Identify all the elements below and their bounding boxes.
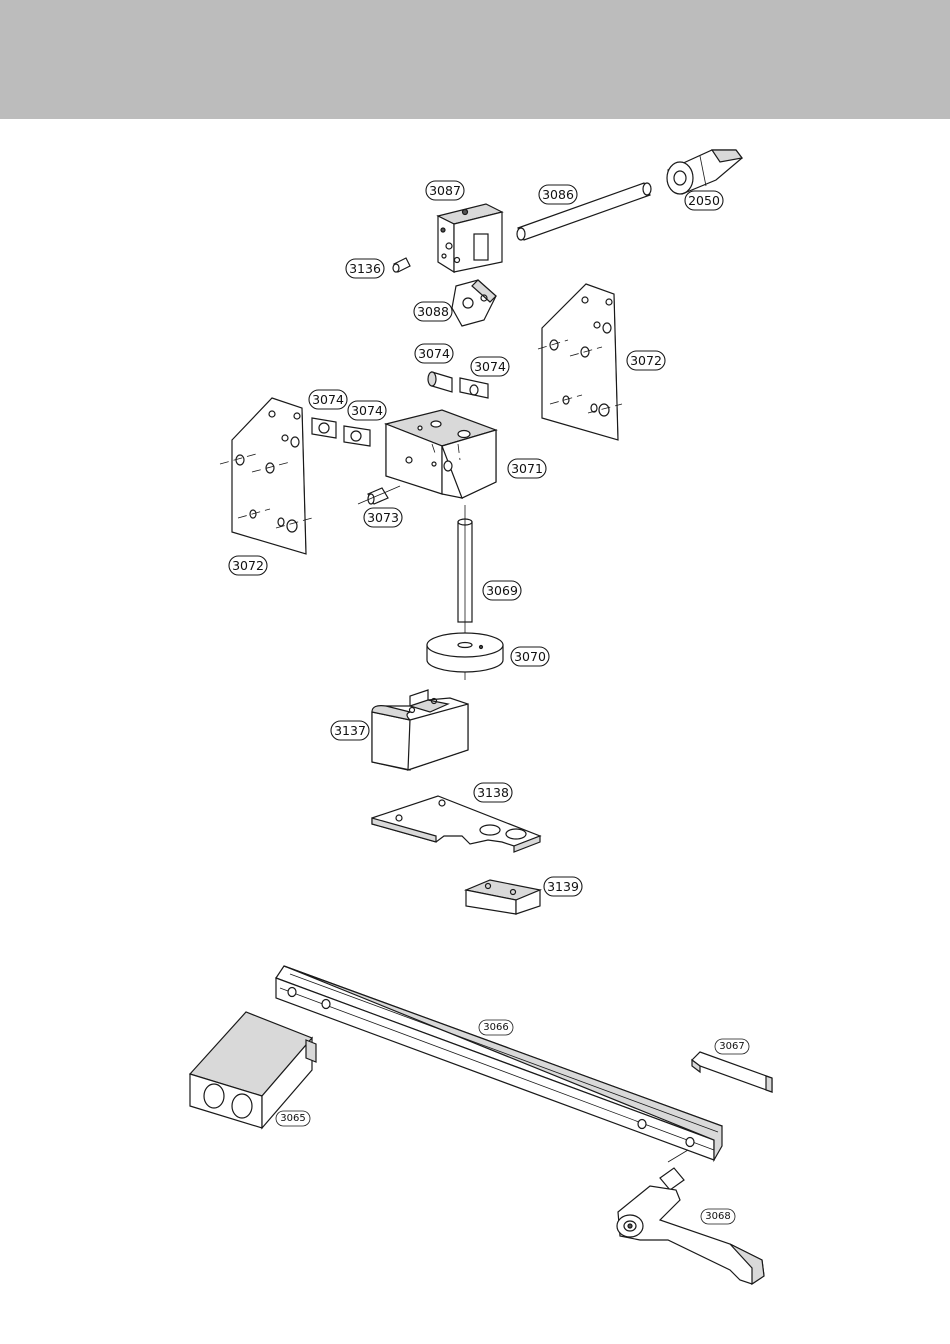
part-3137-block — [372, 690, 468, 770]
svg-text:3074: 3074 — [418, 346, 450, 361]
part-3067 — [692, 1052, 772, 1092]
svg-text:3086: 3086 — [542, 187, 574, 202]
svg-text:3139: 3139 — [547, 879, 579, 894]
part-2050 — [667, 150, 742, 194]
part-3087 — [438, 204, 502, 272]
svg-text:3070: 3070 — [514, 649, 546, 664]
callout-3071: 3071 — [508, 459, 546, 478]
svg-text:3065: 3065 — [280, 1113, 305, 1124]
part-3086 — [517, 183, 651, 240]
part-3072-right-plate — [538, 284, 622, 440]
callout-3086: 3086 — [539, 185, 577, 204]
svg-text:3073: 3073 — [367, 510, 399, 525]
part-3072-left-plate — [220, 398, 312, 554]
svg-text:3088: 3088 — [417, 304, 449, 319]
svg-text:3069: 3069 — [486, 583, 518, 598]
callout-3074-lower-right: 3074 — [348, 401, 386, 420]
svg-text:3072: 3072 — [630, 353, 662, 368]
callout-3087: 3087 — [426, 181, 464, 200]
svg-text:3087: 3087 — [429, 183, 461, 198]
callout-3073: 3073 — [364, 508, 402, 527]
part-3066-rail — [276, 966, 722, 1160]
part-3073 — [358, 486, 400, 504]
callout-3065: 3065 — [276, 1111, 310, 1126]
svg-text:3074: 3074 — [312, 392, 344, 407]
callout-3068: 3068 — [701, 1209, 735, 1224]
svg-text:3071: 3071 — [511, 461, 543, 476]
part-3139 — [466, 880, 540, 914]
part-3071-block — [386, 410, 496, 498]
callout-3074-upper-right: 3074 — [471, 357, 509, 376]
callout-3067: 3067 — [715, 1039, 749, 1054]
svg-text:3136: 3136 — [349, 261, 381, 276]
callout-3066: 3066 — [479, 1020, 513, 1035]
callout-3136: 3136 — [346, 259, 384, 278]
callout-3074-upper-left: 3074 — [415, 344, 453, 363]
svg-text:3068: 3068 — [705, 1211, 730, 1222]
callout-3072-left: 3072 — [229, 556, 267, 575]
callout-3072-right: 3072 — [627, 351, 665, 370]
svg-text:3138: 3138 — [477, 785, 509, 800]
callout-3070: 3070 — [511, 647, 549, 666]
svg-text:3067: 3067 — [719, 1041, 744, 1052]
svg-text:3066: 3066 — [483, 1022, 508, 1033]
svg-text:3074: 3074 — [351, 403, 383, 418]
svg-text:3074: 3074 — [474, 359, 506, 374]
svg-text:3072: 3072 — [232, 558, 264, 573]
part-3074-lower — [312, 418, 370, 446]
svg-text:3137: 3137 — [334, 723, 366, 738]
part-3068-lever — [617, 1150, 764, 1284]
part-3070-disc — [427, 633, 503, 672]
part-3138-plate — [372, 796, 540, 852]
callout-3074-lower-left: 3074 — [309, 390, 347, 409]
svg-text:2050: 2050 — [688, 193, 720, 208]
part-3136 — [393, 258, 410, 272]
callout-3088: 3088 — [414, 302, 452, 321]
callout-2050: 2050 — [685, 191, 723, 210]
callout-3069: 3069 — [483, 581, 521, 600]
callout-3139: 3139 — [544, 877, 582, 896]
part-3088 — [452, 280, 496, 326]
callout-3138: 3138 — [474, 783, 512, 802]
callout-3137: 3137 — [331, 721, 369, 740]
